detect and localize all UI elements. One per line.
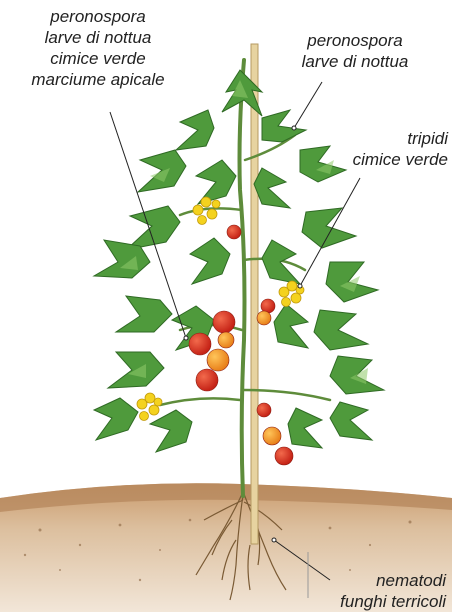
tomato xyxy=(213,311,235,333)
tomato xyxy=(263,427,281,445)
label-line: tripidi xyxy=(324,128,448,149)
label-line: larve di nottua xyxy=(4,27,192,48)
tomato xyxy=(189,333,211,355)
label-leaf-pests: peronospora larve di nottua cimice verde… xyxy=(4,6,192,90)
label-flower-pests: tripidi cimice verde xyxy=(324,128,448,170)
label-top-pests: peronospora larve di nottua xyxy=(280,30,430,72)
tomato xyxy=(257,311,271,325)
label-line: larve di nottua xyxy=(280,51,430,72)
flower-cluster-upper xyxy=(193,197,220,225)
tomato xyxy=(207,349,229,371)
label-line: nematodi xyxy=(300,570,446,591)
tomato xyxy=(196,369,218,391)
label-line: peronospora xyxy=(4,6,192,27)
tomato xyxy=(275,447,293,465)
tomato xyxy=(218,332,234,348)
label-line: peronospora xyxy=(280,30,430,51)
flower-cluster-lower xyxy=(137,393,162,421)
label-line: cimice verde xyxy=(324,149,448,170)
label-line: cimice verde xyxy=(4,48,192,69)
label-line: funghi terricoli xyxy=(300,591,446,612)
stake xyxy=(251,44,258,544)
label-line: marciume apicale xyxy=(4,69,192,90)
tomato xyxy=(257,403,271,417)
tomato xyxy=(227,225,241,239)
label-root-pests: nematodi funghi terricoli xyxy=(300,570,446,612)
